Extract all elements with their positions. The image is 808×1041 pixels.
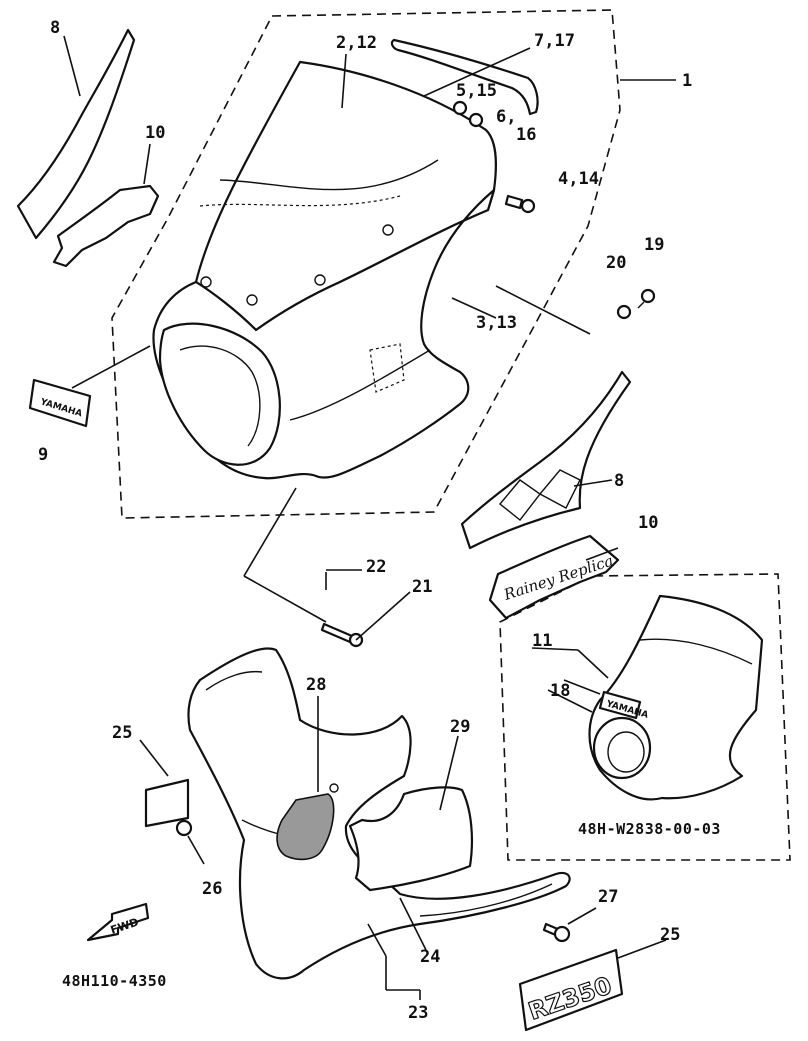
side-stripe-decal-right [460,370,632,550]
callout-25-right: 25 [660,925,680,945]
inset-part-number: 48H-W2838-00-03 [578,820,721,838]
callout-8-top: 8 [50,18,60,38]
callout-22: 22 [366,557,386,577]
callout-11: 11 [532,631,552,651]
callout-29: 29 [450,717,470,737]
callout-5-15: 5,15 [456,81,497,101]
callout-1: 1 [682,71,692,91]
air-intake-screen [276,793,335,861]
yamaha-emblem-badge: YAMAHA [28,378,92,428]
callout-26: 26 [202,879,222,899]
callout-25-left: 25 [112,723,132,743]
screw-26 [175,819,193,837]
lower-fairing-cowl [187,647,571,980]
nut-6-16 [468,112,484,128]
rz350-plate-decal: RZ350 [518,948,624,1032]
callout-10-right: 10 [638,513,658,533]
diagram-code: 48H110-4350 [62,972,167,990]
callout-28: 28 [306,675,326,695]
callout-27: 27 [598,887,618,907]
leader-lines [63,35,676,1000]
script-decal-right: Rainey Replica [488,534,620,620]
callout-2-12: 2,12 [336,33,377,53]
callout-3-13: 3,13 [476,313,517,333]
callout-4-14: 4,14 [558,169,599,189]
callout-20: 20 [606,253,626,273]
screw-19 [637,288,656,309]
screw-4-14 [504,194,536,214]
callout-24: 24 [420,947,440,967]
lower-inner-panel [348,786,474,892]
inset-cowl-variant: YAMAHA [588,594,764,801]
screen-trim-molding [390,38,539,116]
script-decal-left [52,184,160,268]
callout-23: 23 [408,1003,428,1023]
callout-10-top: 10 [145,123,165,143]
washer-20 [616,304,632,320]
screw-27 [542,922,571,943]
upper-fairing-cowl [152,60,498,480]
callout-6-16-b: 16 [516,125,536,145]
assembly-boundary-main [111,9,621,519]
forward-direction-arrow-icon: FWD [86,902,150,942]
callout-9: 9 [38,445,48,465]
plate-decal-left [144,778,190,828]
screw-21 [320,622,364,648]
callout-18: 18 [550,681,570,701]
side-stripe-decal-left [16,28,136,240]
callout-7-17: 7,17 [534,31,575,51]
callout-8-right: 8 [614,471,624,491]
callout-6-16-a: 6, [496,107,516,127]
grommet-5-15 [452,100,468,116]
callout-19: 19 [644,235,664,255]
callout-21: 21 [412,577,432,597]
